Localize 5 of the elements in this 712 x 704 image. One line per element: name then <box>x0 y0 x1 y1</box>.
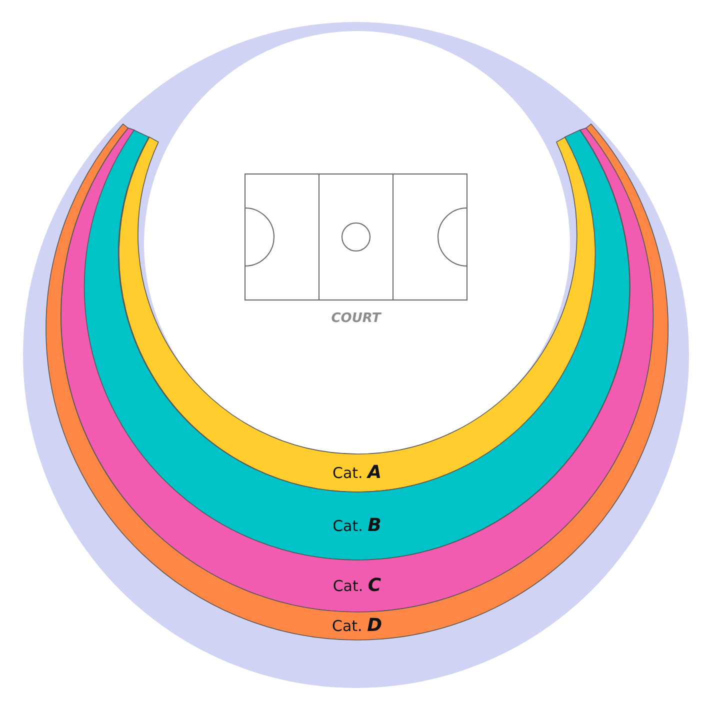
category-label: Cat. B <box>332 517 382 535</box>
court-caption: COURT <box>331 311 381 326</box>
category-label: Cat. D <box>332 617 382 635</box>
category-label: Cat. A <box>332 464 382 482</box>
category-label: Cat. C <box>332 577 382 595</box>
